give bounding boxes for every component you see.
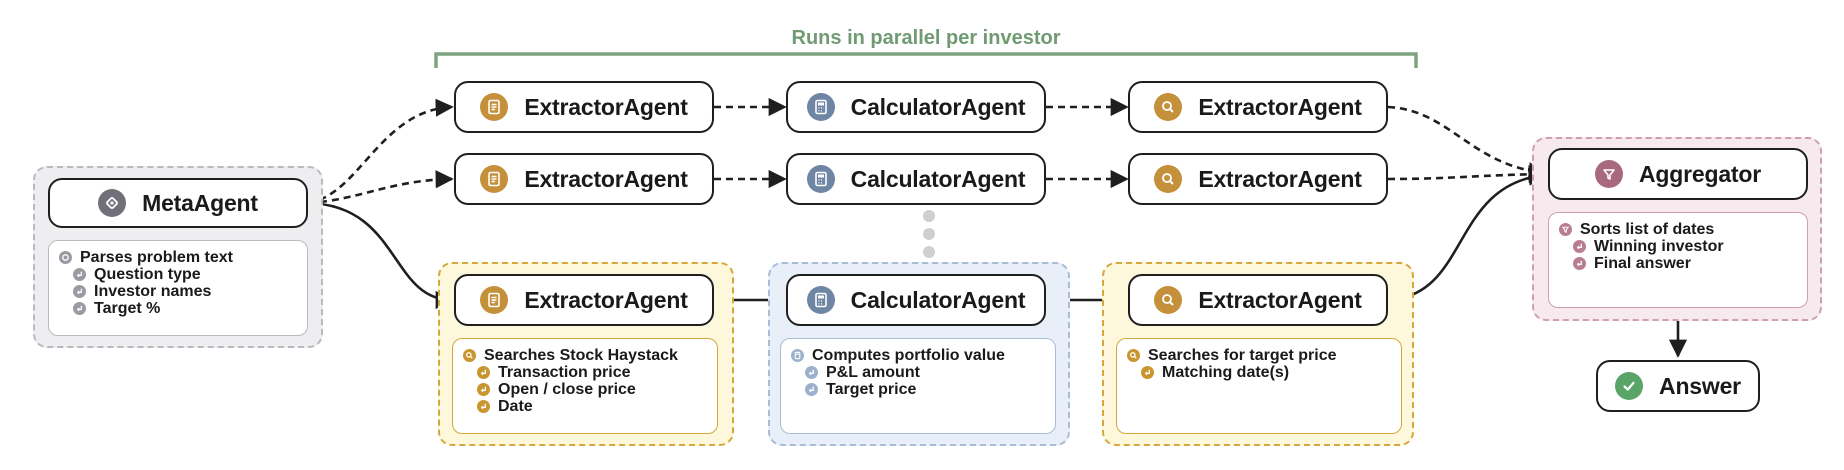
meta-heading-row: Parses problem text	[59, 249, 297, 266]
ellipsis-dot	[923, 210, 935, 222]
return-arrow-icon	[73, 285, 86, 298]
meta-detail-card: Parses problem text Question type Invest…	[48, 240, 308, 336]
return-arrow-icon	[477, 366, 490, 379]
answer-node[interactable]: Answer	[1596, 360, 1760, 412]
searcher-detail-card: Searches for target price Matching date(…	[1116, 338, 1402, 434]
search-icon	[463, 349, 476, 362]
list-item: Investor names	[59, 283, 297, 300]
extractor-detail-card: Searches Stock Haystack Transaction pric…	[452, 338, 718, 434]
list-item: Final answer	[1559, 255, 1797, 272]
meta-agent-title: MetaAgent	[142, 189, 258, 216]
return-arrow-icon	[1573, 257, 1586, 270]
calculator-heading-row: Computes portfolio value	[791, 347, 1045, 364]
calculator-icon	[806, 93, 835, 121]
edge-row1-agg	[1387, 105, 1547, 181]
detail-search-node[interactable]: ExtractorAgent	[1128, 274, 1388, 326]
calculator-detail-card: Computes portfolio value P&L amount Targ…	[780, 338, 1056, 434]
list-item: Target %	[59, 300, 297, 317]
document-icon	[480, 165, 509, 193]
aggregator-heading-row: Sorts list of dates	[1559, 221, 1797, 238]
detail-extractor-node[interactable]: ExtractorAgent	[454, 274, 714, 326]
parallel-bracket	[434, 52, 1418, 68]
filter-icon	[1559, 223, 1572, 236]
list-item: Transaction price	[463, 364, 707, 381]
extractor-heading-row: Searches Stock Haystack	[463, 347, 707, 364]
aggregator-detail-card: Sorts list of dates Winning investor Fin…	[1548, 212, 1808, 308]
row1-search-node[interactable]: ExtractorAgent	[1128, 81, 1388, 133]
list-item: P&L amount	[791, 364, 1045, 381]
list-item: Winning investor	[1559, 238, 1797, 255]
calculator-icon	[806, 286, 835, 314]
parallel-label: Runs in parallel per investor	[791, 27, 1061, 49]
list-item: Question type	[59, 266, 297, 283]
edge-detail-agg	[1387, 167, 1547, 302]
list-item: Matching date(s)	[1127, 364, 1391, 381]
edge-meta-detail	[307, 201, 454, 310]
row2-extractor-node[interactable]: ExtractorAgent	[454, 153, 714, 205]
row2-search-node[interactable]: ExtractorAgent	[1128, 153, 1388, 205]
edge-meta-row2	[307, 170, 454, 205]
gear-icon	[59, 251, 72, 264]
search-icon	[1154, 165, 1183, 193]
meta-agent-node[interactable]: MetaAgent	[48, 178, 308, 228]
row1-extractor-node[interactable]: ExtractorAgent	[454, 81, 714, 133]
aggregator-node[interactable]: Aggregator	[1548, 148, 1808, 200]
return-arrow-icon	[1573, 240, 1586, 253]
ellipsis-dot	[923, 228, 935, 240]
list-item: Open / close price	[463, 381, 707, 398]
calculator-icon	[791, 349, 804, 362]
calculator-icon	[806, 165, 835, 193]
list-item: Date	[463, 398, 707, 415]
return-arrow-icon	[73, 268, 86, 281]
return-arrow-icon	[477, 383, 490, 396]
return-arrow-icon	[1141, 366, 1154, 379]
row2-calculator-node[interactable]: CalculatorAgent	[786, 153, 1046, 205]
return-arrow-icon	[73, 302, 86, 315]
list-item: Target price	[791, 381, 1045, 398]
row1-calculator-node[interactable]: CalculatorAgent	[786, 81, 1046, 133]
search-icon	[1154, 286, 1183, 314]
filter-icon	[1595, 160, 1624, 188]
meta-agent-icon	[98, 189, 127, 217]
edge-meta-row1	[307, 98, 454, 205]
return-arrow-icon	[805, 383, 818, 396]
document-icon	[480, 286, 509, 314]
search-icon	[1127, 349, 1140, 362]
edge-row2-agg	[1387, 165, 1547, 184]
searcher-heading-row: Searches for target price	[1127, 347, 1391, 364]
ellipsis-dot	[923, 246, 935, 258]
detail-calculator-node[interactable]: CalculatorAgent	[786, 274, 1046, 326]
checkmark-icon	[1615, 372, 1644, 400]
search-icon	[1154, 93, 1183, 121]
document-icon	[480, 93, 509, 121]
return-arrow-icon	[805, 366, 818, 379]
return-arrow-icon	[477, 400, 490, 413]
